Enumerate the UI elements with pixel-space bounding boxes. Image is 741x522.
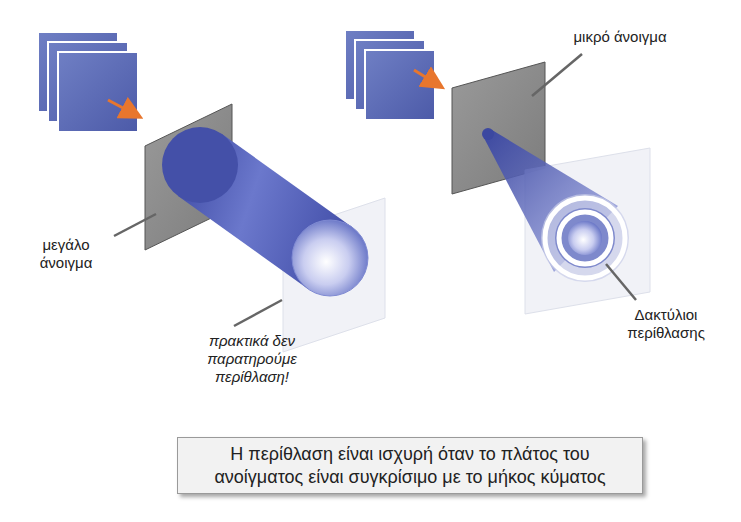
callout-label: Δακτύλιοι περίθλασης [606,306,726,342]
diffraction-rings [541,194,629,282]
statement-text: Η περίθλαση είναι ισχυρή όταν το πλάτος … [192,443,628,488]
statement-box: Η περίθλαση είναι ισχυρή όταν το πλάτος … [177,437,643,494]
callout-label: μικρό άνοιγμα [560,28,680,46]
callout-label: μεγάλο άνοιγμα [18,236,114,272]
wave-fronts [38,32,138,132]
cylinder-beam [162,127,368,296]
callout-label: πρακτικά δεν παρατηρούμε περίθλαση! [196,332,308,386]
leader-lines [114,54,636,326]
